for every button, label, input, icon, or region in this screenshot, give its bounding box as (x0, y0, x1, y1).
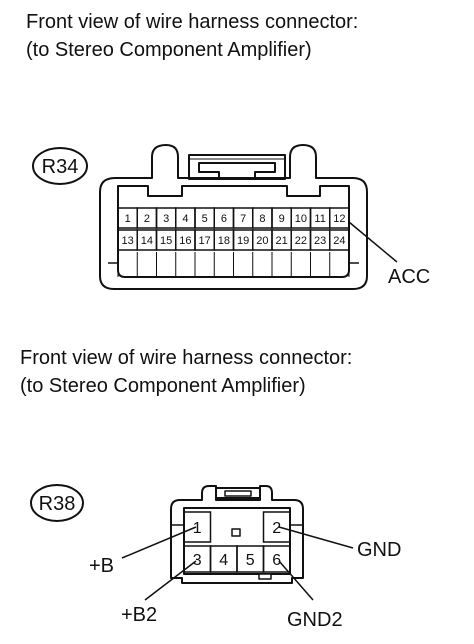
r34-pin-24: 24 (333, 235, 345, 247)
r34-code-label: R34 (42, 156, 79, 178)
r34-pin-2: 2 (144, 213, 150, 225)
r38-gnd-label: GND (357, 539, 401, 561)
r34-pin-23: 23 (314, 235, 326, 247)
r38-top-lock (215, 487, 261, 499)
r38-gnd2-label: GND2 (287, 609, 343, 631)
r34-acc-label: ACC (388, 266, 430, 288)
r34-acc-leader (348, 221, 398, 263)
r38-plus-b-label: +B (89, 555, 114, 577)
r38-plus-b2-leader (144, 560, 197, 601)
r34-pin-3: 3 (163, 213, 169, 225)
r34-title-line-2: (to Stereo Component Amplifier) (26, 39, 312, 61)
r38-pin-2-cell (262, 511, 291, 543)
r34-pin-21: 21 (276, 235, 288, 247)
r34-latch-detail (198, 162, 276, 179)
r38-pin-1-cell (183, 511, 212, 543)
r34-pin-18: 18 (218, 235, 230, 247)
r34-pin-4: 4 (182, 213, 188, 225)
r34-pin-20: 20 (256, 235, 268, 247)
r34-connector (32, 144, 368, 290)
r38-title-line-1: Front view of wire harness connector: (20, 347, 353, 369)
r38-code-badge (30, 484, 84, 522)
r38-pin-1: 1 (193, 520, 202, 537)
r38-gnd-leader (278, 526, 354, 549)
r34-pin-24-cell (329, 229, 350, 251)
r38-pin-6-cell (262, 545, 291, 573)
r38-pin-6: 6 (272, 552, 281, 569)
r34-pin-6: 6 (221, 213, 227, 225)
r38-bottom-key (258, 573, 272, 580)
r34-pin-16: 16 (179, 235, 191, 247)
r34-pin-1: 1 (125, 213, 131, 225)
r34-title-line-1: Front view of wire harness connector: (26, 11, 359, 33)
r34-pin-9: 9 (279, 213, 285, 225)
r38-pin-4: 4 (219, 552, 228, 569)
r38-lock-window (224, 490, 252, 497)
r38-title-line-2: (to Stereo Component Amplifier) (20, 375, 306, 397)
r38-pin-2: 2 (272, 520, 281, 537)
r34-housing-outline (99, 144, 368, 290)
r38-plus-b-leader (121, 526, 197, 559)
r34-pin-12-cell (329, 207, 350, 229)
r34-pin-10: 10 (295, 213, 307, 225)
r34-pin-17: 17 (199, 235, 211, 247)
r34-pin-5: 5 (202, 213, 208, 225)
r34-pin-11: 11 (314, 213, 325, 225)
r34-pin-13: 13 (122, 235, 134, 247)
r38-polarizing-key (231, 528, 241, 537)
r34-pin-15: 15 (160, 235, 172, 247)
r34-pin-8: 8 (259, 213, 265, 225)
r34-pin-7: 7 (240, 213, 246, 225)
r38-code-label: R38 (39, 493, 76, 515)
r38-plus-b2-label: +B2 (121, 604, 157, 626)
r38-housing-outline (170, 485, 304, 584)
r38-pin-5: 5 (246, 552, 255, 569)
r34-pin-22: 22 (295, 235, 307, 247)
r34-pin-14: 14 (141, 235, 153, 247)
r34-pin-19: 19 (237, 235, 249, 247)
r38-gnd2-leader (278, 560, 314, 601)
r34-inner-frame (117, 185, 350, 278)
r38-pin-3: 3 (193, 552, 202, 569)
r34-pin-12: 12 (333, 213, 345, 225)
r34-code-badge (32, 147, 88, 185)
